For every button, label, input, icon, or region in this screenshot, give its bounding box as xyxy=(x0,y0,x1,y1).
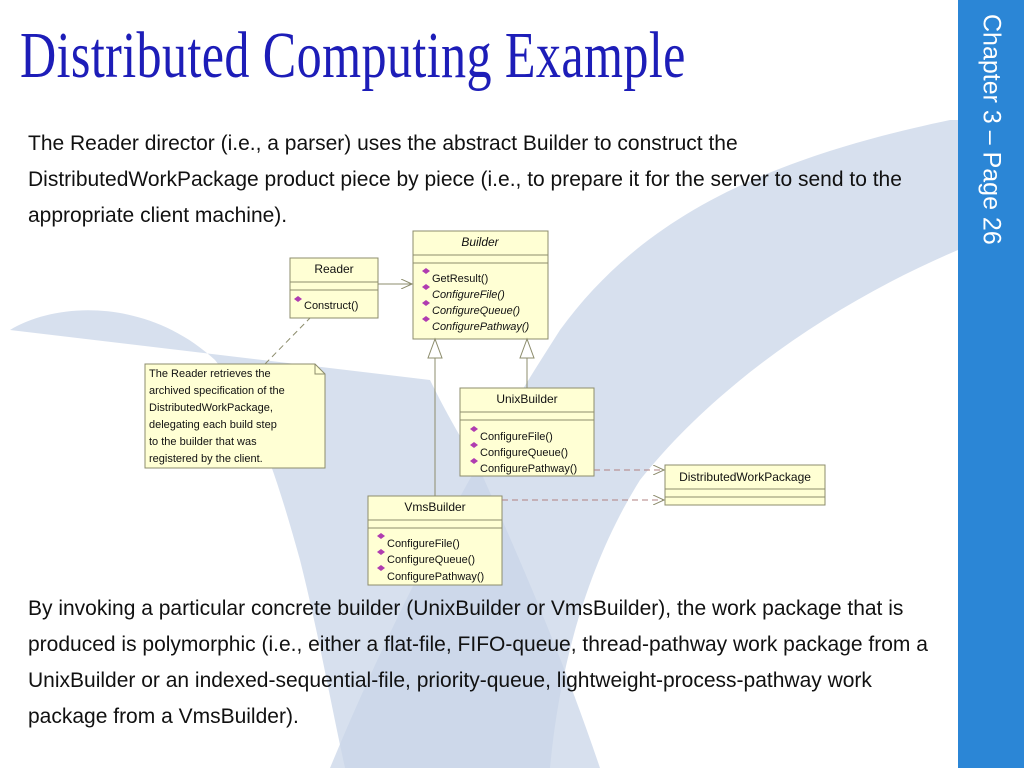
vmsbuilder-method-0: ConfigureFile() xyxy=(387,538,460,550)
distributedworkpackage-class-name: DistributedWorkPackage xyxy=(679,470,811,484)
note-line-5: registered by the client. xyxy=(149,453,263,465)
builder-class-name: Builder xyxy=(461,235,499,249)
builder-class: Builder GetResult() ConfigureFile() Conf… xyxy=(413,231,548,339)
unixbuilder-class: UnixBuilder ConfigureFile() ConfigureQue… xyxy=(460,388,594,476)
reader-class: Reader Construct() xyxy=(290,258,378,318)
note-line-4: to the builder that was xyxy=(149,436,257,448)
vmsbuilder-inheritance-arrow xyxy=(428,339,442,496)
note-line-3: delegating each build step xyxy=(149,419,277,431)
unixbuilder-class-name: UnixBuilder xyxy=(496,392,557,406)
builder-method-0: GetResult() xyxy=(432,273,488,285)
vmsbuilder-class: VmsBuilder ConfigureFile() ConfigureQueu… xyxy=(368,496,502,585)
conclusion-paragraph: By invoking a particular concrete builde… xyxy=(28,591,928,735)
builder-method-1: ConfigureFile() xyxy=(432,289,505,301)
uml-class-diagram: Reader Construct() Builder GetResult() C… xyxy=(0,0,958,600)
unixbuilder-method-2: ConfigurePathway() xyxy=(480,463,577,475)
chapter-page-label: Chapter 3 – Page 26 xyxy=(977,14,1006,314)
distributedworkpackage-class: DistributedWorkPackage xyxy=(665,465,825,505)
unixbuilder-inheritance-arrow xyxy=(520,339,534,388)
chapter-sidebar: Chapter 3 – Page 26 xyxy=(958,0,1024,768)
builder-method-2: ConfigureQueue() xyxy=(432,305,520,317)
unixbuilder-method-1: ConfigureQueue() xyxy=(480,447,568,459)
note-anchor-line xyxy=(265,318,310,364)
vmsbuilder-class-name: VmsBuilder xyxy=(404,500,465,514)
reader-method-0: Construct() xyxy=(304,300,358,312)
builder-method-3: ConfigurePathway() xyxy=(432,321,530,333)
note-line-0: The Reader retrieves the xyxy=(149,368,271,380)
vmsbuilder-method-1: ConfigureQueue() xyxy=(387,554,475,566)
note-line-2: DistributedWorkPackage, xyxy=(149,402,273,414)
unixbuilder-method-0: ConfigureFile() xyxy=(480,431,553,443)
vmsbuilder-method-2: ConfigurePathway() xyxy=(387,571,484,583)
note-line-1: archived specification of the xyxy=(149,385,285,397)
reader-note: The Reader retrieves the archived specif… xyxy=(145,364,325,468)
reader-class-name: Reader xyxy=(314,262,353,276)
